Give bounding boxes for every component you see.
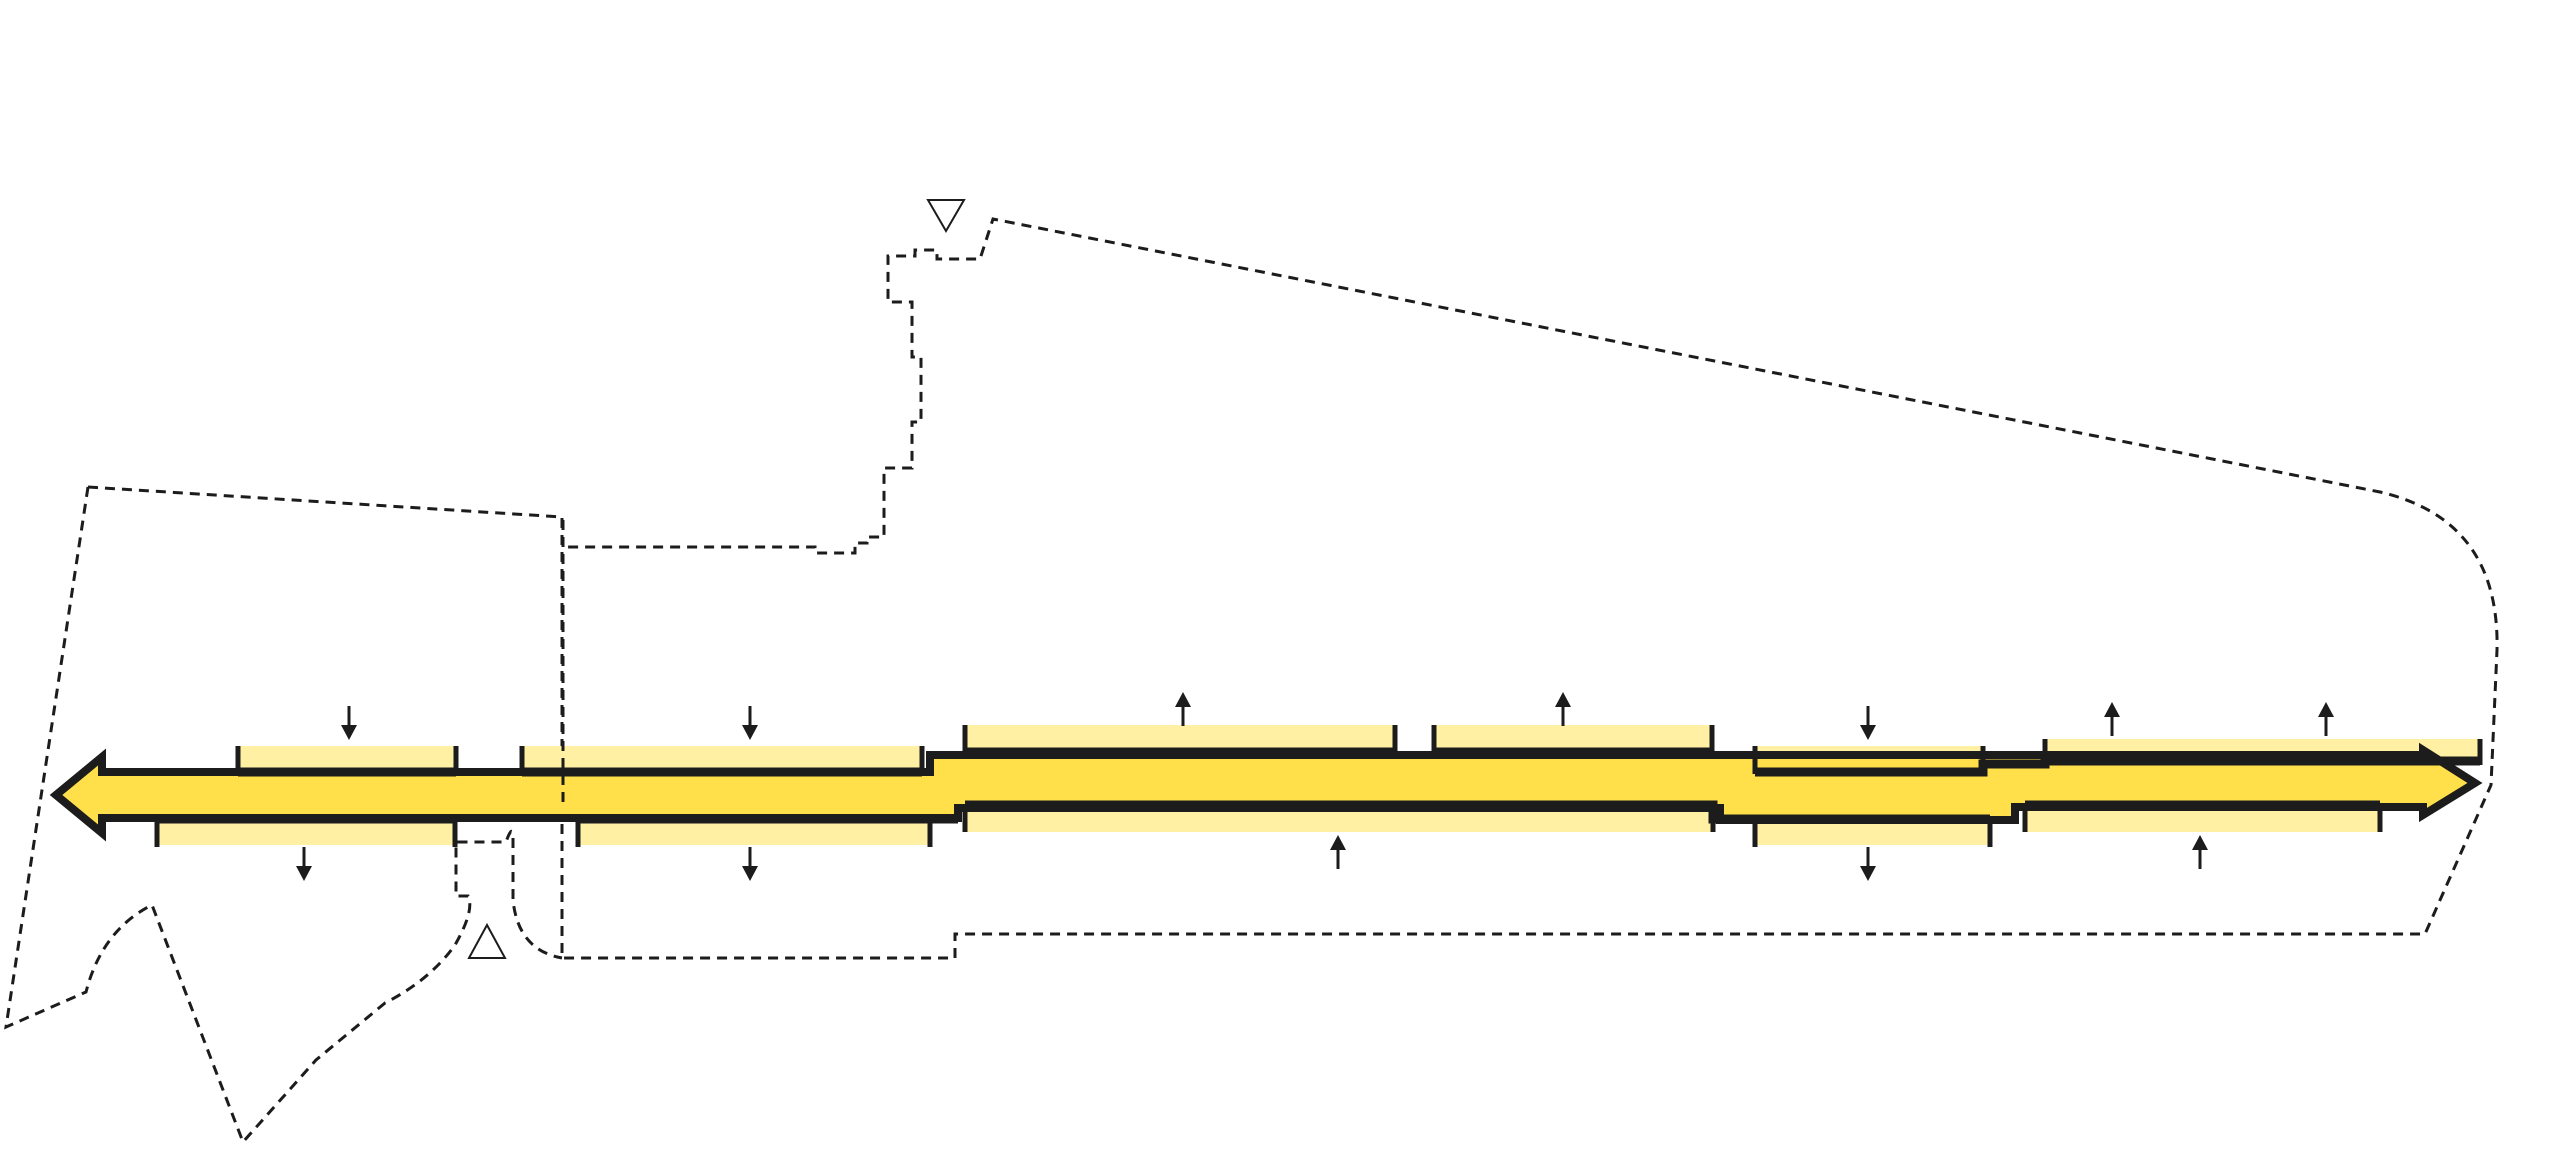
arrow-head: [341, 725, 357, 740]
frontage-band: [522, 746, 922, 770]
arrow-head: [1860, 725, 1876, 740]
arrow-up-icon: [1175, 692, 1191, 726]
arrow-head: [1330, 835, 1346, 850]
arrow-down-icon: [1860, 706, 1876, 740]
arrow-up-icon: [1330, 835, 1346, 869]
arrow-up-icon: [2104, 702, 2120, 736]
arrow-head: [742, 866, 758, 881]
arrow-up-icon: [2318, 702, 2334, 736]
frontage-band: [2025, 808, 2380, 832]
arrow-head: [2192, 835, 2208, 850]
triangle-up-icon: [467, 922, 507, 959]
frontage-edge: [1755, 756, 2480, 777]
triangle-down-icon: [926, 199, 966, 233]
arrow-up-icon: [2192, 835, 2208, 869]
arrow-head: [2318, 702, 2334, 717]
arrow-head: [1175, 692, 1191, 707]
arrow-down-icon: [1860, 847, 1876, 881]
boundary-main-outline: [87, 217, 2499, 960]
arrow-down-icon: [742, 706, 758, 740]
boundary-southwest-outline: [4, 486, 563, 1145]
frontage-band: [1434, 725, 1712, 750]
site-boundary: [4, 217, 2499, 1145]
frontage-band: [578, 822, 930, 845]
arrow-head: [2104, 702, 2120, 717]
arrow-down-icon: [742, 847, 758, 881]
frontage-band: [1755, 822, 1990, 845]
frontage-band: [157, 822, 455, 845]
arrow-head: [1860, 866, 1876, 881]
frontage-band: [238, 746, 456, 770]
arrow-down-icon: [296, 847, 312, 881]
arrow-head: [742, 725, 758, 740]
entrance-markers: [467, 199, 966, 959]
arrow-head: [296, 866, 312, 881]
arrow-down-icon: [341, 706, 357, 740]
arrow-up-icon: [1555, 692, 1571, 726]
arrow-head: [1555, 692, 1571, 707]
main-corridor: [49, 520, 2483, 847]
frontage-band: [965, 725, 1395, 750]
frontage-arrows: [296, 692, 2334, 881]
